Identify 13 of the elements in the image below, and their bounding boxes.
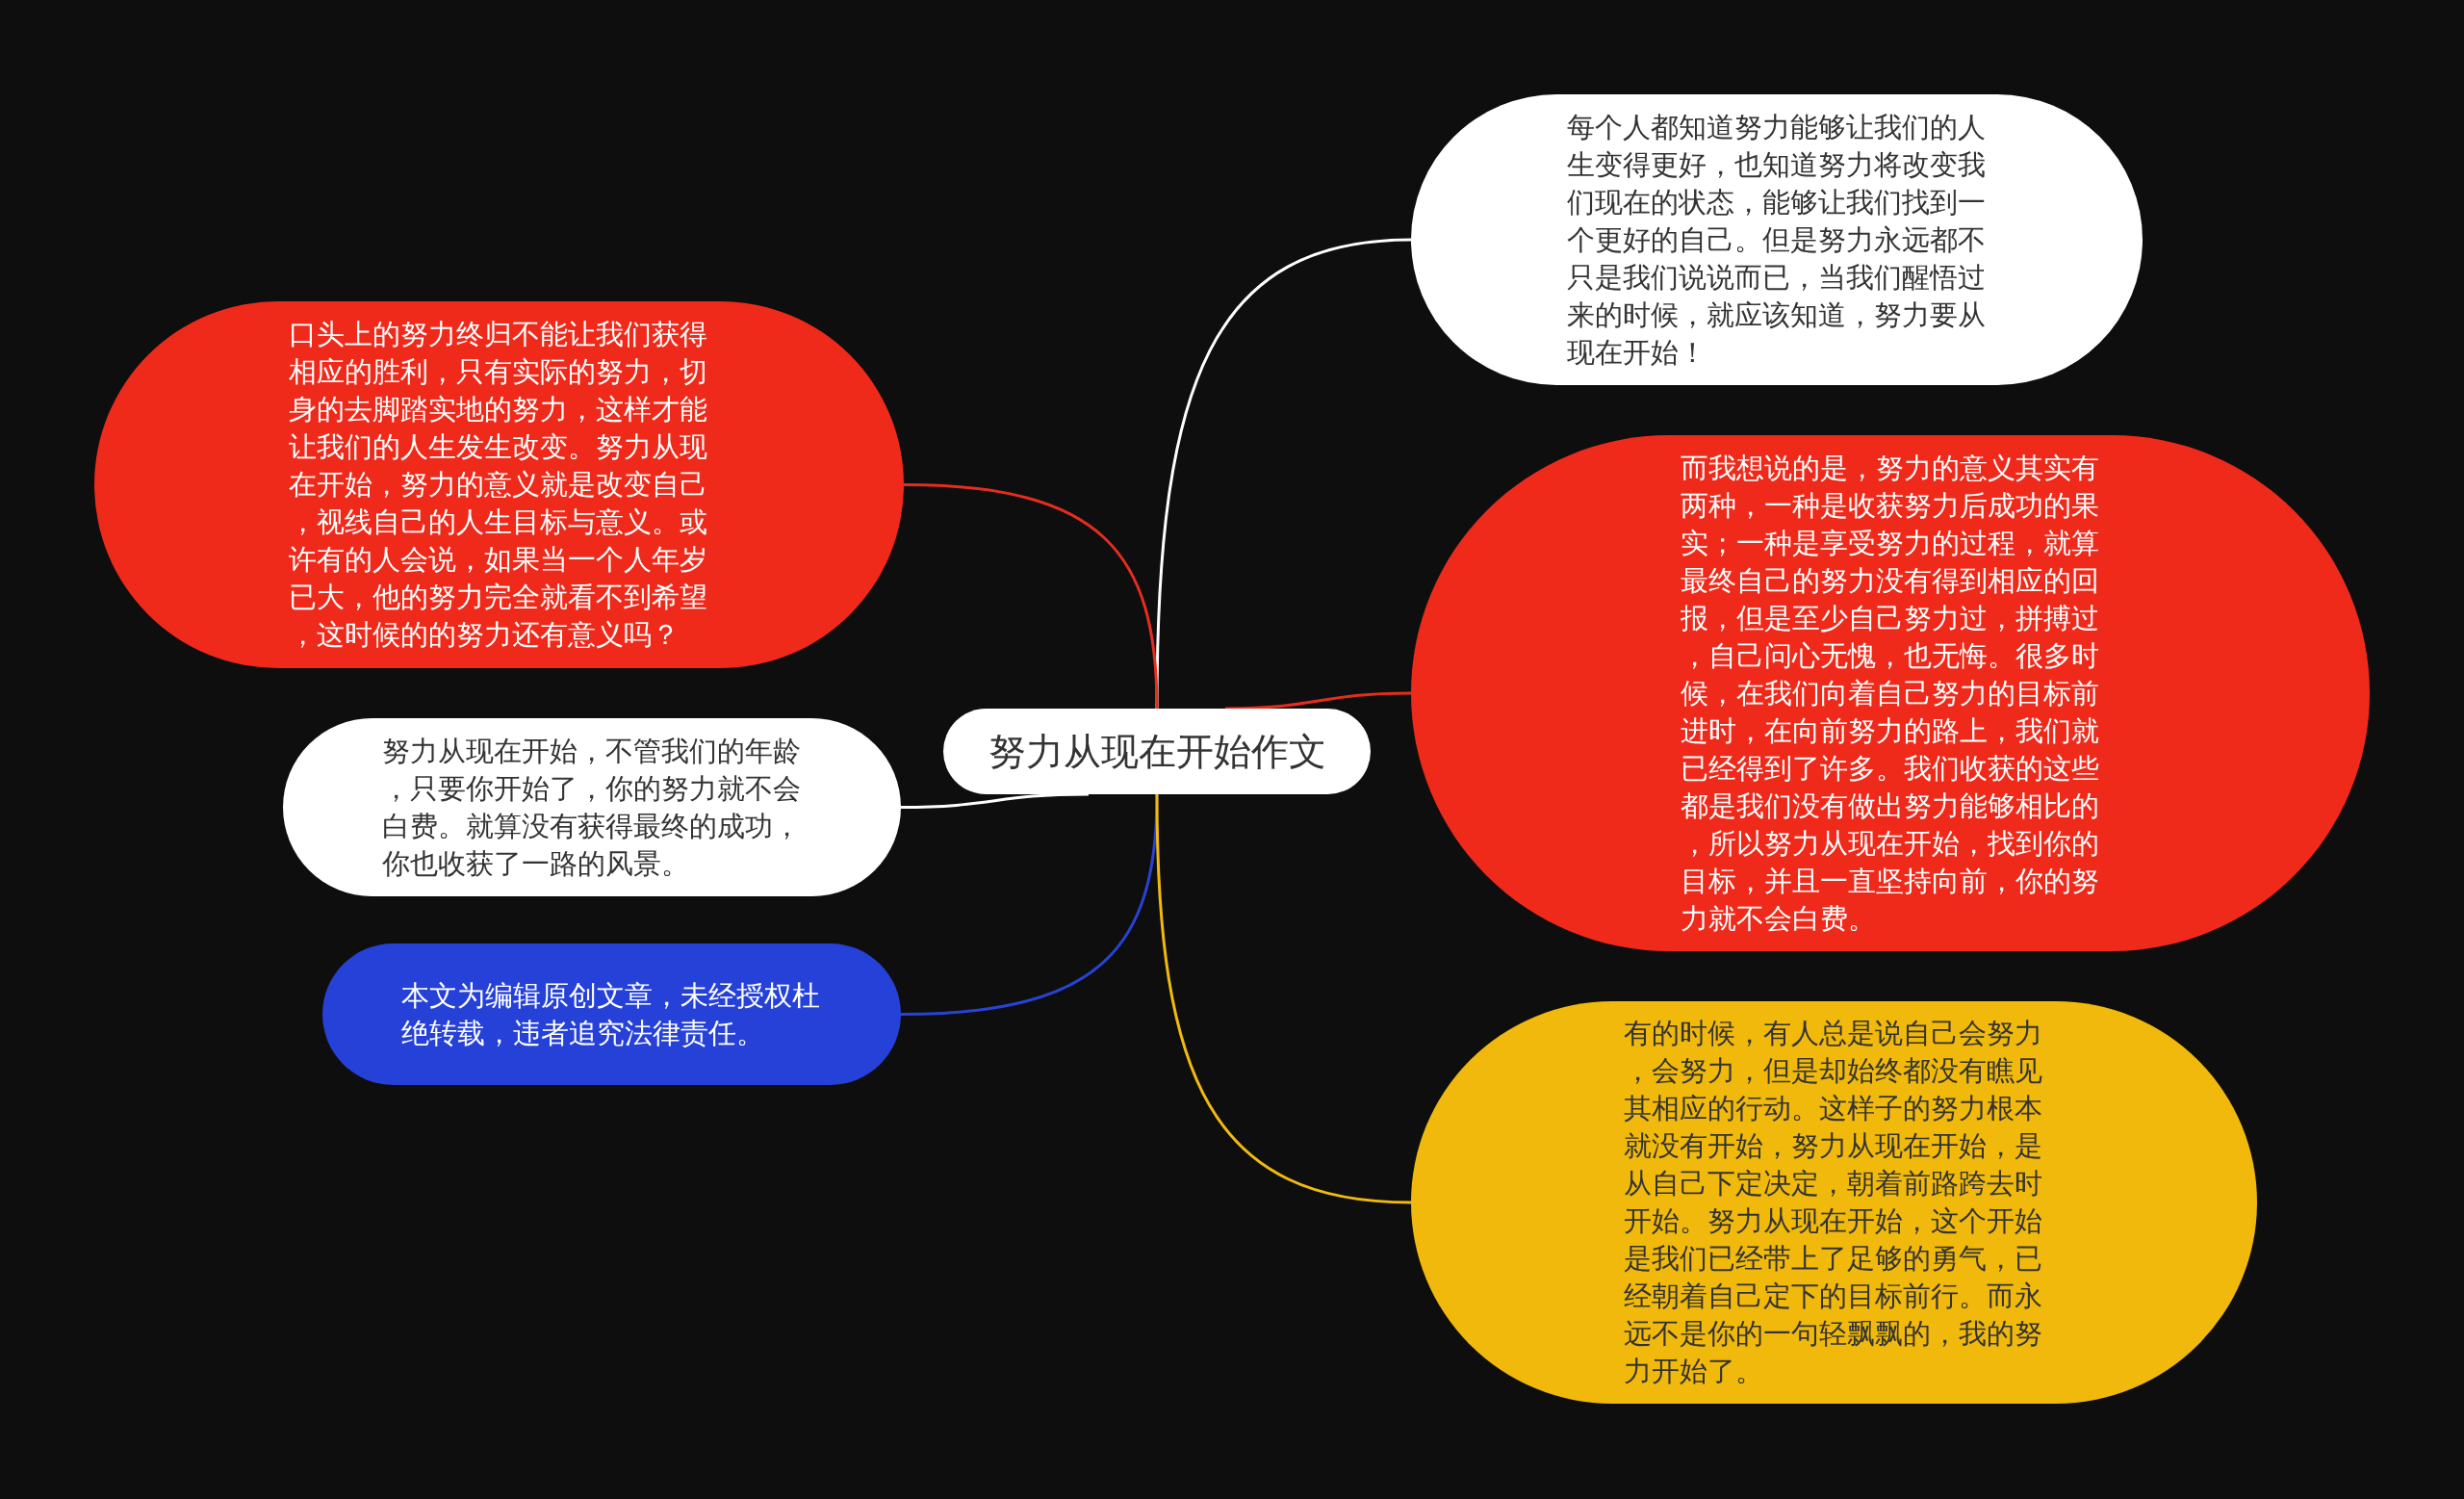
node-text: 口头上的努力终归不能让我们获得相应的胜利，只有实际的努力，切身的去脚踏实地的努力，这样才能让我们的人生发生改变。努力从现在开始，努力的意义就是改变自己，视线自己的人生目标与意义。或许有的人会说，如果当一个人年岁已大，他的努力完全就看不到希望，这时候的的努力还有意义吗？: [289, 317, 708, 653]
connector-line: [1155, 793, 1412, 1204]
connector-line: [900, 793, 1159, 1016]
node-text: 有的时候，有人总是说自己会努力，会努力，但是却始终都没有瞧见其相应的行动。这样子的努力根本就没有开始，努力从现在开始，是从自己下定决定，朝着前路跨去时开始。努力从现在开始，这个开始是我们已经带上了足够的勇气，已经朝着自己定下的目标前行。而永远不是你的一句轻飘飘的，我的努力开始了。: [1624, 1016, 2043, 1389]
node-text: 努力从现在开始，不管我们的年龄，只要你开始了，你的努力就不会白费。就算没有获得最终的成功，你也收获了一路的风景。: [381, 733, 802, 882]
connector-line: [1155, 238, 1412, 710]
connector-line: [1225, 691, 1412, 711]
node-text: 本文为编辑原创文章，未经授权杜绝转载，违者追究法律责任。: [401, 977, 821, 1051]
node-text: 而我想说的是，努力的意义其实有两种，一种是收获努力后成功的果实；一种是享受努力的过程，就算最终自己的努力没有得到相应的回报，但是至少自己努力过，拼搏过，自己问心无愧，也无悔。很多时候，在我们向着自己努力的目标前进时，在向前努力的路上，我们就已经得到了许多。我们收获的这些都是我们没有做出努力能够相比的，所以努力从现在开始，找到你的目标，并且一直坚持向前，你的努力就不会白费。: [1680, 450, 2100, 937]
node-text: 每个人都知道努力能够让我们的人生变得更好，也知道努力将改变我们现在的状态，能够让我们找到一个更好的自己。但是努力永远都不只是我们说说而已，当我们醒悟过来的时候，就应该知道，努力要从现在开始！: [1566, 109, 1987, 371]
node-text: 努力从现在开始作文: [988, 728, 1326, 775]
connector-line: [900, 792, 1089, 809]
connector-line: [903, 483, 1159, 710]
